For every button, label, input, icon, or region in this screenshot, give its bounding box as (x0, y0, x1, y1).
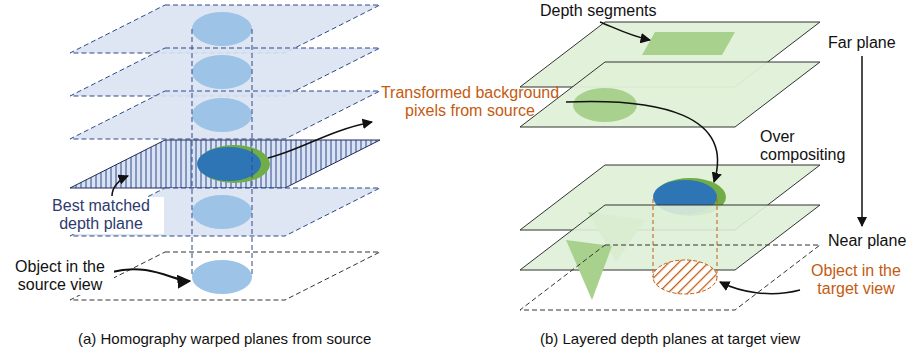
order-arrow (861, 56, 863, 226)
subfigure-caption: (a) Homography warped planes from source (78, 330, 438, 347)
callout-label: Transformed background pixels from sourc… (372, 84, 568, 121)
callout-label: Object in the source view (6, 258, 114, 295)
layered-planes (520, 22, 820, 310)
callout-label: Depth segments (540, 2, 680, 20)
leader-line (268, 122, 372, 158)
leader-line (600, 22, 650, 40)
subfigure-caption: (b) Layered depth planes at target view (540, 330, 900, 347)
leader-line (112, 176, 128, 196)
plane-label: Near plane (828, 232, 913, 250)
warped-planes (70, 5, 380, 300)
order-label: Over compositing (760, 128, 852, 165)
leader-line (720, 282, 800, 294)
callout-label: Object in the target view (800, 262, 912, 299)
leader-line (566, 101, 718, 182)
plane-label: Far plane (828, 34, 913, 52)
leader-line (112, 269, 190, 281)
callout-label: Best matched depth plane (38, 197, 164, 234)
